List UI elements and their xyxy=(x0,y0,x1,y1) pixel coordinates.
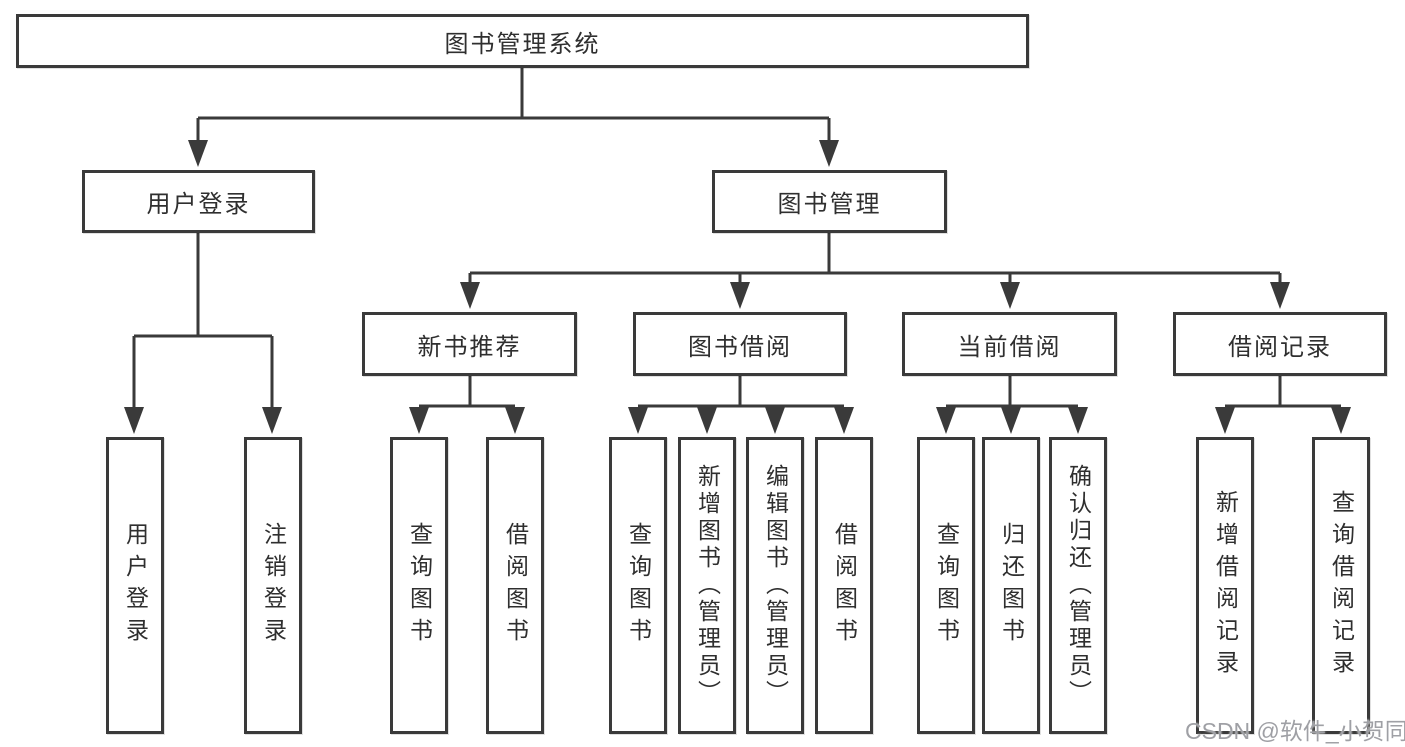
leaf-query-borrow-record-label: 查询借阅记录 xyxy=(1328,489,1355,682)
leaf-add-books-admin: 新增图书（管理员） xyxy=(678,437,736,734)
node-current-borrowing-label: 当前借阅 xyxy=(957,333,1062,361)
leaf-current-query-books: 查询图书 xyxy=(917,437,975,734)
leaf-recommend-query-books-label: 查询图书 xyxy=(406,521,433,650)
node-user-login-label: 用户登录 xyxy=(146,191,251,218)
leaf-recommend-borrow-books: 借阅图书 xyxy=(486,437,544,734)
leaf-current-query-books-label: 查询图书 xyxy=(933,521,960,650)
leaf-add-books-admin-label: 新增图书（管理员） xyxy=(694,464,721,707)
connector-root-to-level2 xyxy=(196,68,831,142)
connector-current-to-leaves xyxy=(946,376,1078,408)
arrowheads xyxy=(124,140,1351,434)
leaf-recommend-borrow-books-label: 借阅图书 xyxy=(502,521,529,650)
leaf-logout-label: 注销登录 xyxy=(260,521,287,650)
connector-newbook-to-leaves xyxy=(419,376,515,408)
leaf-borrow-books-label: 借阅图书 xyxy=(831,521,858,650)
leaf-borrow-query-books-label: 查询图书 xyxy=(625,521,652,650)
node-new-book-recommendation-label: 新书推荐 xyxy=(417,333,522,361)
leaf-user-login: 用户登录 xyxy=(106,437,164,734)
leaf-return-books: 归还图书 xyxy=(982,437,1040,734)
node-book-borrowing: 图书借阅 xyxy=(633,312,847,376)
node-book-management-label: 图书管理 xyxy=(777,191,882,218)
leaf-add-borrow-record-label: 新增借阅记录 xyxy=(1212,489,1239,682)
node-new-book-recommendation: 新书推荐 xyxy=(362,312,577,376)
csdn-watermark: CSDN @软件_小贺同学 xyxy=(1185,718,1405,744)
connector-userlogin-to-leaves xyxy=(132,233,274,410)
leaf-logout: 注销登录 xyxy=(244,437,302,734)
leaf-confirm-return-admin: 确认归还（管理员） xyxy=(1049,437,1107,734)
leaf-confirm-return-admin-label: 确认归还（管理员） xyxy=(1065,464,1092,707)
node-root-label: 图书管理系统 xyxy=(444,30,601,58)
leaf-borrow-books: 借阅图书 xyxy=(815,437,873,734)
leaf-edit-books-admin: 编辑图书（管理员） xyxy=(746,437,804,734)
connector-borrow-to-leaves xyxy=(638,376,844,408)
leaf-edit-books-admin-label: 编辑图书（管理员） xyxy=(762,464,789,707)
leaf-recommend-query-books: 查询图书 xyxy=(390,437,448,734)
connector-bookmgmt-to-level3 xyxy=(468,233,1282,284)
leaf-return-books-label: 归还图书 xyxy=(998,521,1025,650)
node-user-login: 用户登录 xyxy=(82,170,315,233)
node-current-borrowing: 当前借阅 xyxy=(902,312,1117,376)
node-borrowing-records-label: 借阅记录 xyxy=(1228,333,1332,361)
node-root: 图书管理系统 xyxy=(16,14,1029,68)
leaf-query-borrow-record: 查询借阅记录 xyxy=(1312,437,1370,734)
node-borrowing-records: 借阅记录 xyxy=(1173,312,1387,376)
node-book-management: 图书管理 xyxy=(712,170,947,233)
leaf-user-login-label: 用户登录 xyxy=(122,521,149,650)
node-book-borrowing-label: 图书借阅 xyxy=(688,333,792,361)
leaf-borrow-query-books: 查询图书 xyxy=(609,437,667,734)
connector-records-to-leaves xyxy=(1225,376,1341,408)
leaf-add-borrow-record: 新增借阅记录 xyxy=(1196,437,1254,734)
